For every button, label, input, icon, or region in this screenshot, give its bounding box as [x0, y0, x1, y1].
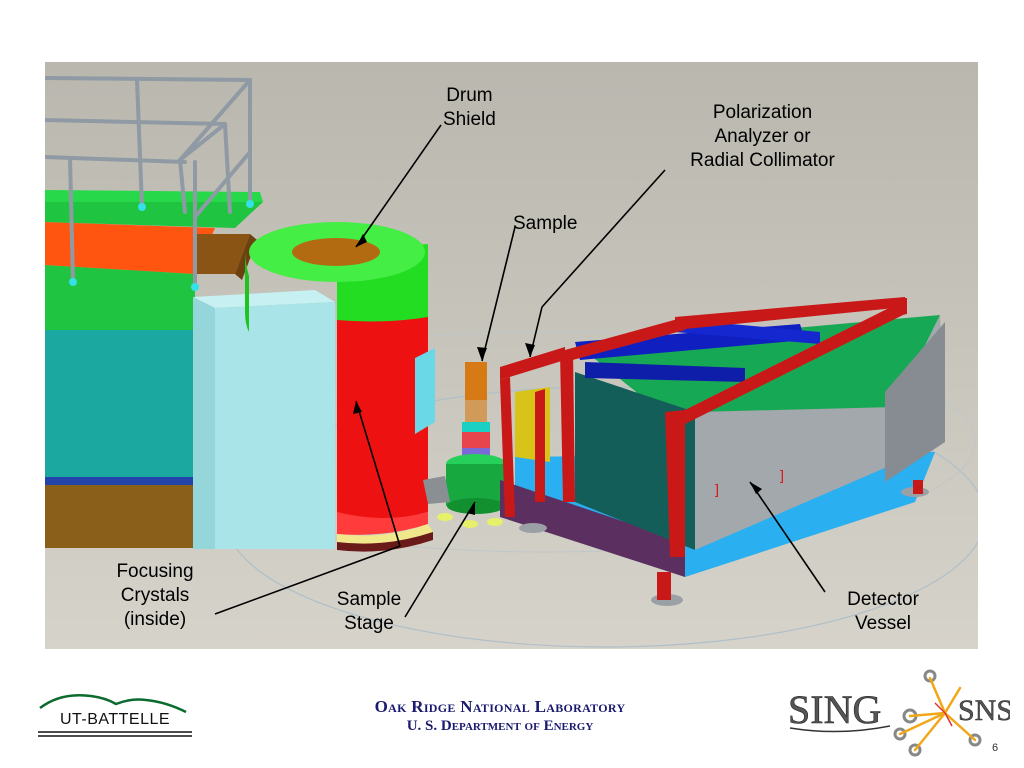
callout-polarization-line3: Radial Collimator	[690, 150, 835, 171]
ut-battelle-logo	[38, 694, 192, 737]
callout-sample-stage-line2: Stage	[344, 613, 394, 634]
callout-drum-shield: Drum Shield	[443, 84, 496, 132]
callout-sample-stage: Sample Stage	[327, 588, 411, 636]
instrument-diagram: ] ]	[45, 62, 978, 649]
leader-lines	[214, 124, 826, 618]
ut-battelle-text: UT-BATTELLE	[59, 711, 171, 728]
footer-org-line1: Oak Ridge National Laboratory	[374, 697, 626, 716]
svg-text:]: ]	[780, 467, 784, 483]
callout-focusing-line1: Focusing	[116, 561, 194, 582]
callout-detector-vessel: Detector Vessel	[835, 588, 931, 636]
left-platform	[45, 76, 263, 548]
callout-sample-line1: Sample	[513, 213, 578, 234]
leader-detector	[749, 481, 826, 593]
callout-detector-line2: Vessel	[855, 613, 911, 634]
callout-focusing-crystals: Focusing Crystals (inside)	[100, 560, 210, 632]
svg-text:]: ]	[715, 481, 719, 497]
leader-sample	[481, 226, 516, 362]
callout-focusing-line2: Crystals	[120, 585, 190, 606]
page-number: 6	[992, 742, 999, 754]
callout-drum-shield-line1: Drum	[446, 85, 493, 106]
sns-logo-text: SNS	[958, 694, 1010, 727]
callout-drum-shield-line2: Shield	[443, 109, 496, 130]
pale-shield-panel	[193, 290, 335, 549]
callout-detector-line1: Detector	[847, 589, 919, 610]
detector-assembly: ] ]	[500, 297, 945, 606]
leader-focusing	[355, 400, 401, 547]
sing-logo-text: SING	[788, 687, 881, 732]
callout-polarization: Polarization Analyzer or Radial Collimat…	[670, 101, 855, 173]
callout-sample-stage-line1: Sample	[336, 589, 402, 610]
leader-drum	[355, 124, 442, 248]
callout-focusing-line3: (inside)	[123, 609, 187, 630]
callout-sample: Sample	[513, 212, 577, 236]
footer-org-line2: U. S. Department of Energy	[406, 718, 594, 734]
footer-organization: Oak Ridge National Laboratory U. S. Depa…	[300, 697, 700, 736]
sing-sns-logo: SING SNS	[788, 669, 1010, 757]
callout-polarization-line2: Analyzer or	[714, 126, 811, 147]
callout-polarization-line1: Polarization	[712, 102, 813, 123]
leader-stage	[404, 501, 476, 618]
